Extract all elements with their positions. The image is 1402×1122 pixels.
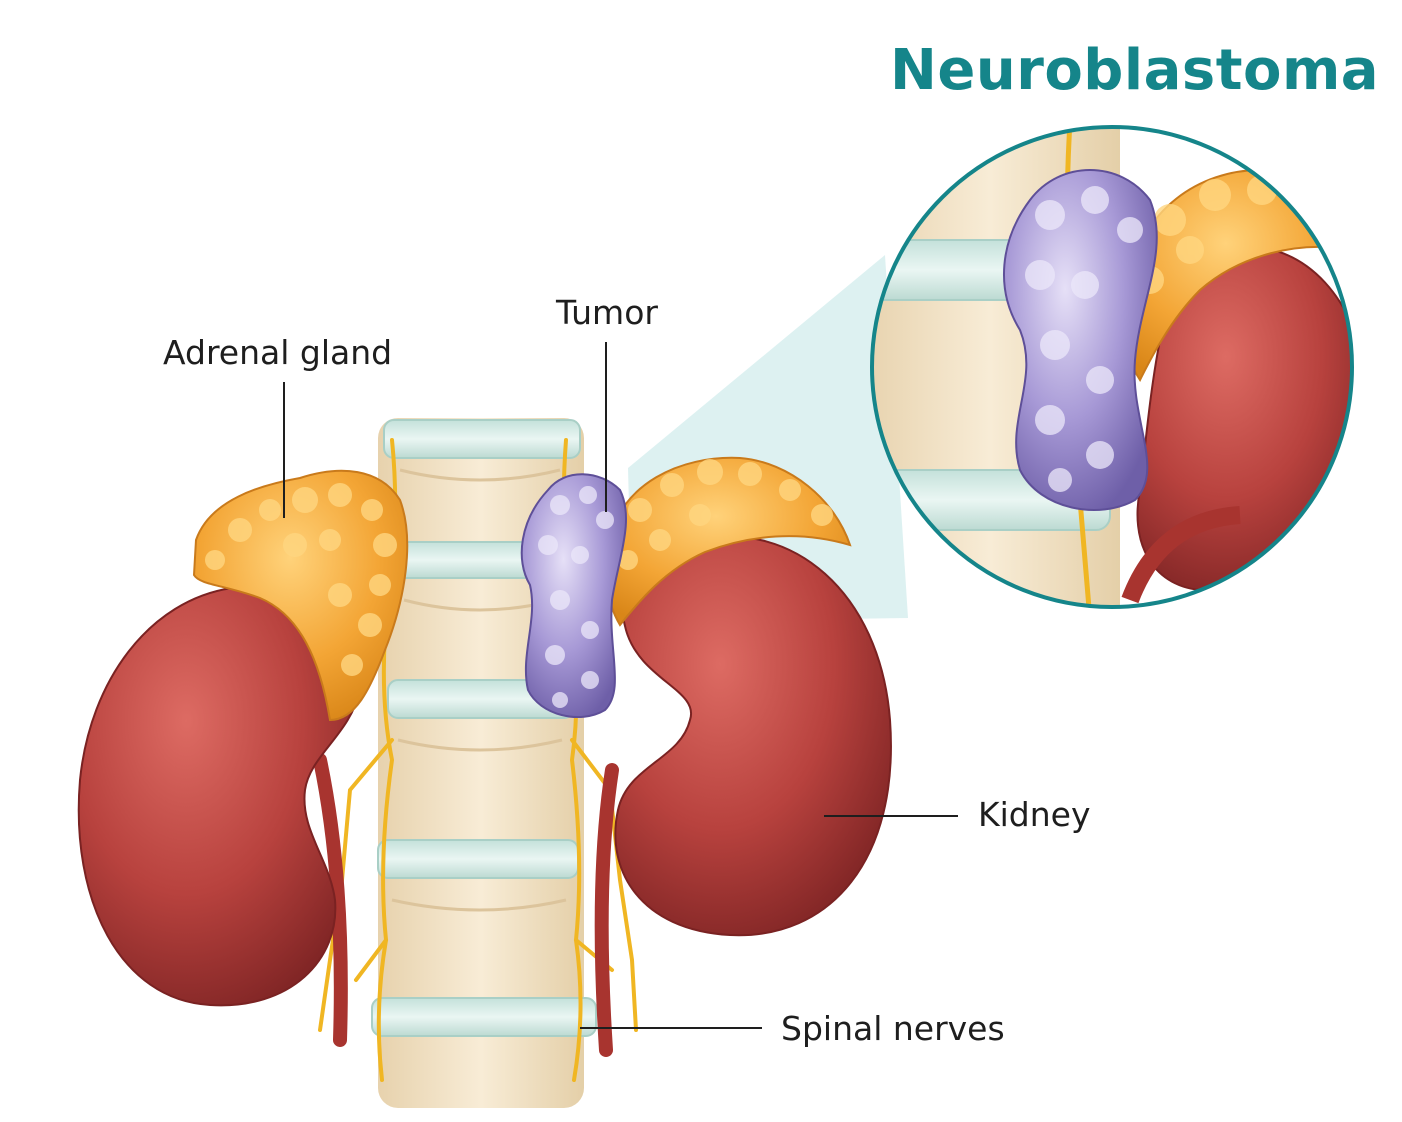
label-tumor: Tumor (556, 293, 658, 332)
right-kidney (614, 535, 892, 937)
label-adrenal-gland: Adrenal gland (163, 333, 393, 372)
diagram-title: Neuroblastoma (890, 38, 1380, 103)
left-adrenal-gland (192, 469, 409, 722)
leader-lines (283, 342, 958, 1029)
tumor (520, 473, 628, 719)
ureters (313, 753, 619, 1057)
label-kidney: Kidney (978, 795, 1091, 834)
right-adrenal-gland (605, 456, 852, 627)
label-spinal-nerves: Spinal nerves (781, 1009, 1005, 1048)
magnified-view (870, 125, 1354, 609)
